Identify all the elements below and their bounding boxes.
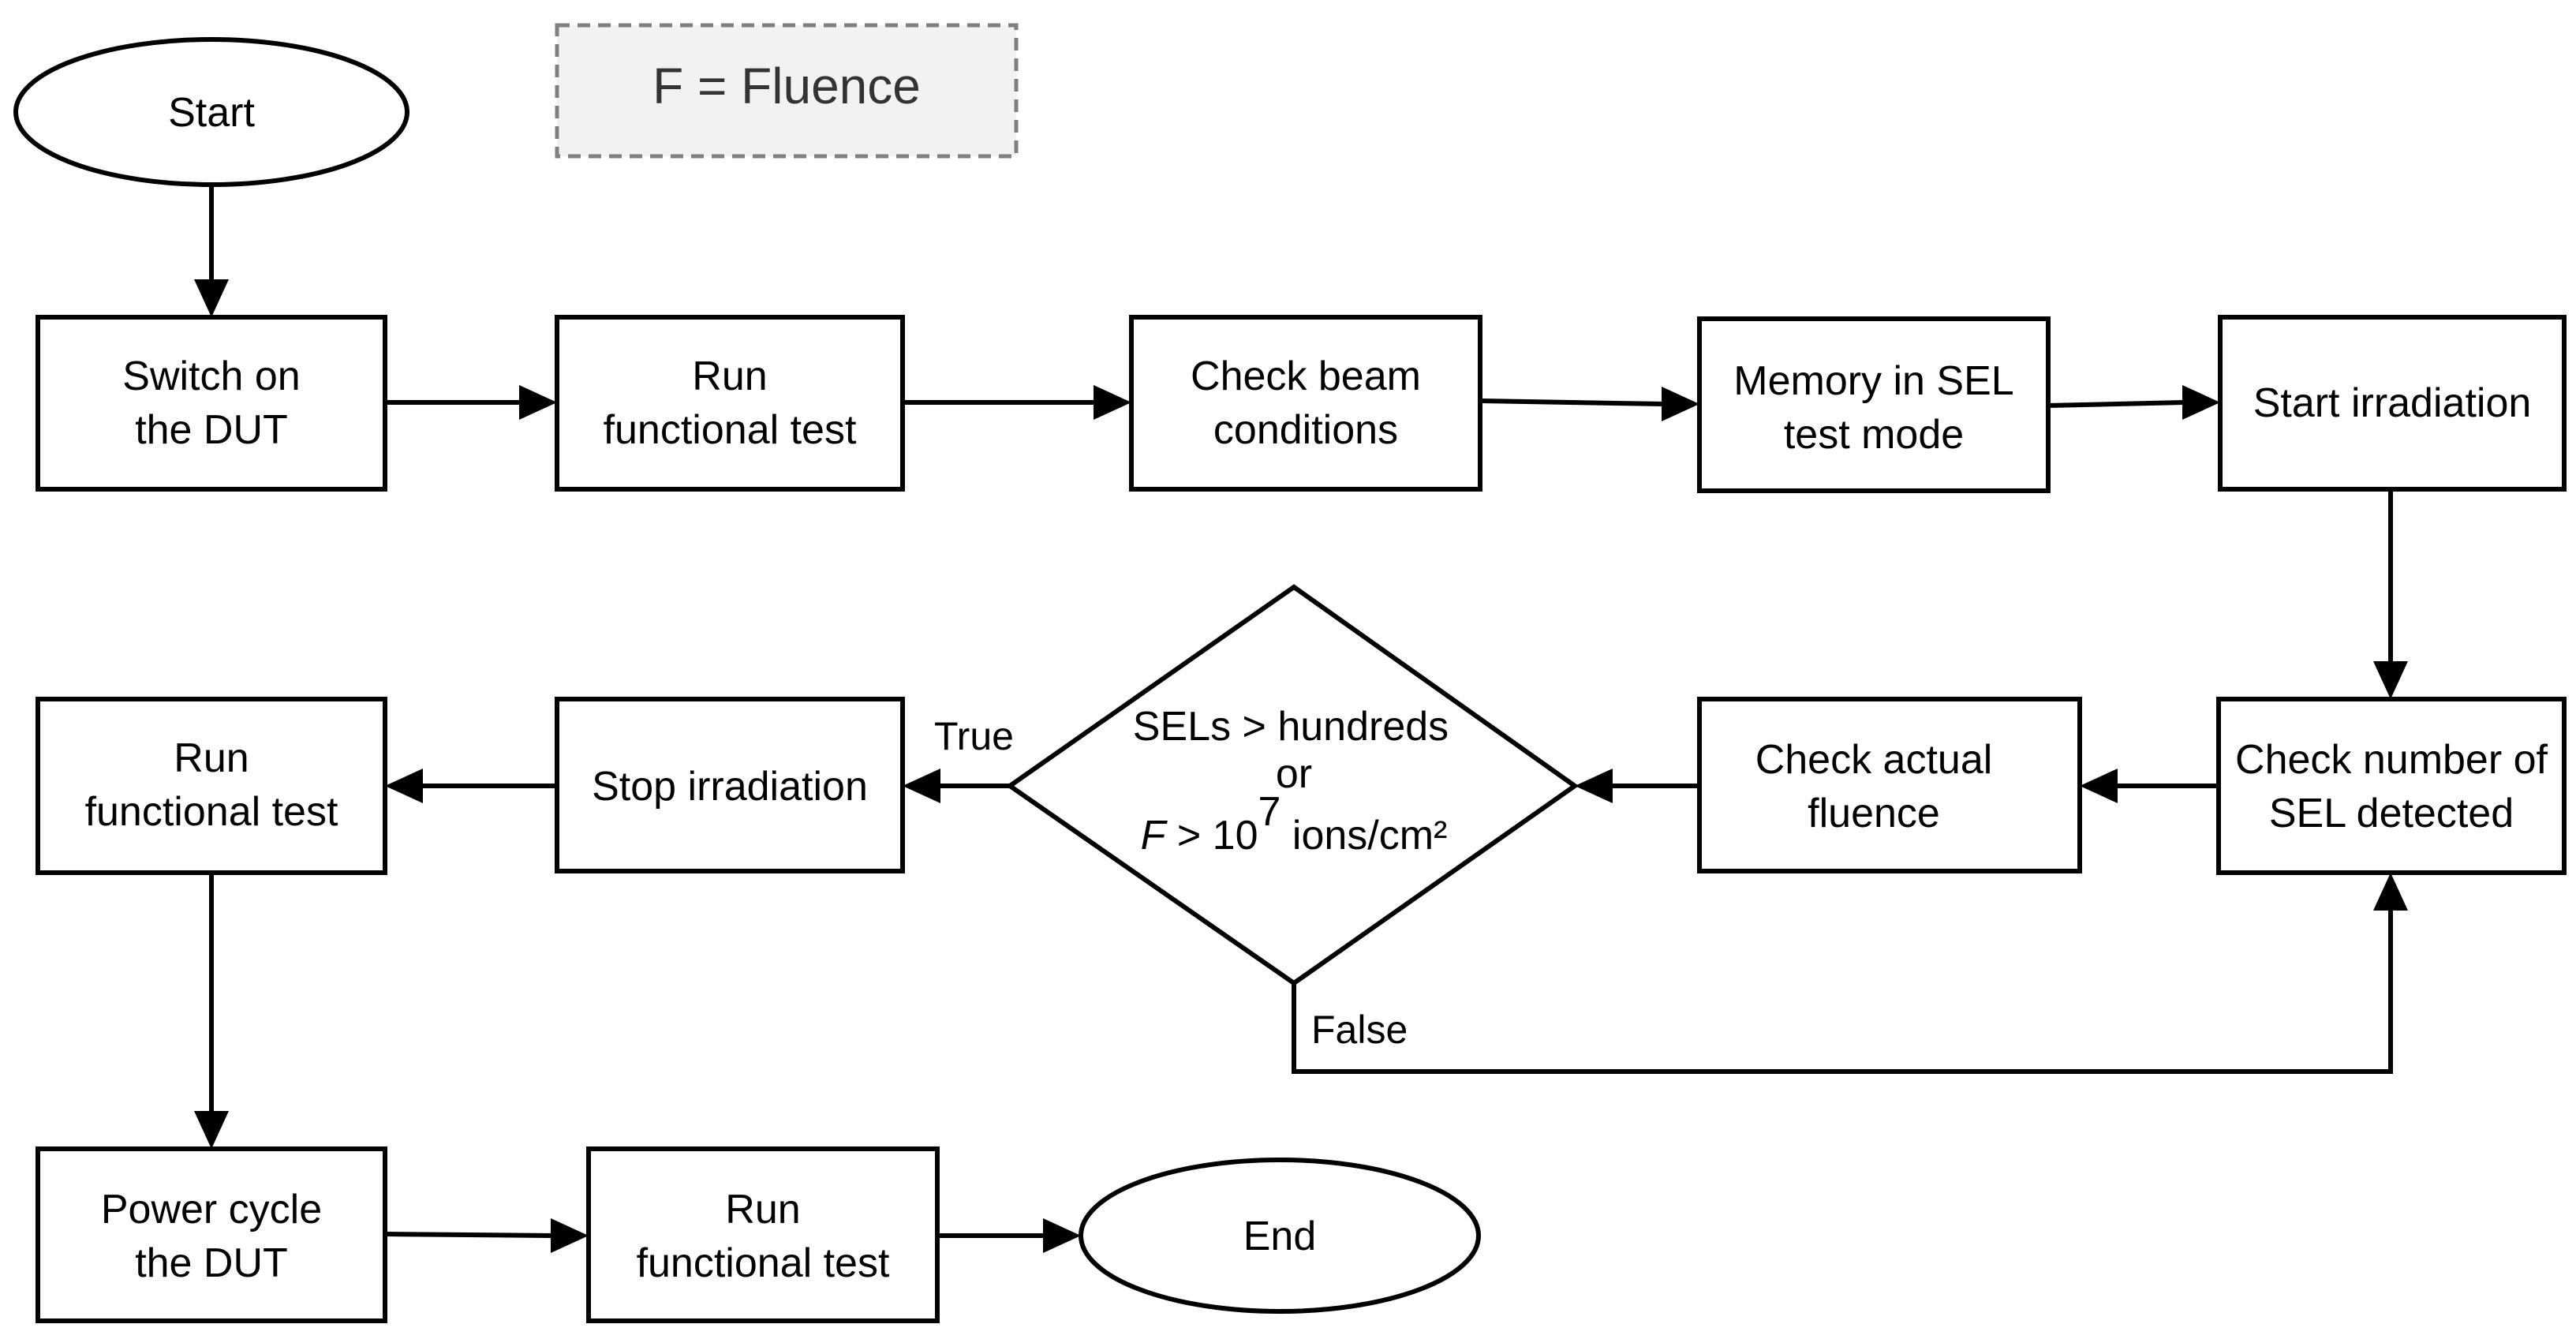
run-test-2-line1: Run (174, 735, 249, 781)
node-run-test-3: Run functional test (586, 1146, 940, 1323)
arrowhead-switch-on-to-run-test (519, 385, 557, 420)
arrowhead-decision-true-to-stop (903, 769, 940, 803)
arrowhead-run-test-3-to-end (1043, 1218, 1081, 1253)
run-test-3-line2: functional test (637, 1240, 890, 1286)
arrowhead-decision-false-to-check-number (2373, 873, 2408, 911)
check-beam-line1: Check beam (1191, 353, 1421, 399)
node-stop-irradiation: Stop irradiation (555, 697, 905, 873)
arrowhead-start-irradiation-to-check-number (2373, 661, 2408, 699)
node-run-test-1: Run functional test (555, 315, 905, 492)
end-terminal (1079, 1158, 1481, 1314)
node-check-fluence: Check actual fluence (1697, 697, 2082, 873)
edge-check-beam-to-memory-sel (1479, 398, 1664, 406)
node-start: Start (13, 37, 409, 187)
decision-line2: or (1276, 751, 1312, 797)
arrowhead-power-cycle-to-run-test-3 (551, 1218, 589, 1253)
edge-memory-sel-to-start-irradiation (2047, 400, 2185, 408)
arrowhead-memory-sel-to-start-irradiation (2182, 385, 2220, 420)
switch-on-line2: the DUT (135, 407, 288, 453)
memory-sel-line2: test mode (1784, 412, 1964, 458)
decision-line1: SELs > hundreds (1133, 704, 1449, 750)
legend-frame (555, 23, 1019, 159)
check-number-box (2216, 697, 2567, 875)
edge-power-cycle-to-run-test-3 (384, 1232, 553, 1238)
legend-text: F = Fluence (652, 58, 921, 114)
check-beam-box (1129, 315, 1482, 492)
power-cycle-line1: Power cycle (101, 1187, 322, 1232)
arrowhead-check-fluence-to-decision (1575, 769, 1613, 803)
check-beam-line2: conditions (1213, 407, 1398, 453)
arrowhead-run-test-to-check-beam (1094, 385, 1131, 420)
run-test-3-line1: Run (725, 1187, 800, 1232)
run-test-3-box (586, 1146, 940, 1323)
decision-condition: > 10 (1165, 813, 1258, 858)
power-cycle-box (36, 1146, 387, 1323)
run-test-2-box (36, 697, 387, 875)
check-fluence-line2: fluence (1808, 791, 1940, 836)
node-start-irradiation: Start irradiation (2218, 315, 2567, 492)
edge-decision-false-to-check-number (1292, 909, 2393, 1074)
check-number-line1: Check number of (2235, 737, 2548, 783)
switch-on-box (36, 315, 387, 492)
node-power-cycle: Power cycle the DUT (36, 1146, 387, 1323)
legend-box: F = Fluence (555, 23, 1019, 159)
memory-sel-box (1697, 316, 2051, 493)
node-decision: SELs > hundreds or F > 107 ions/cm² (1005, 584, 1580, 986)
check-fluence-box (1697, 697, 2082, 873)
edge-label-true: True (934, 714, 1014, 758)
run-test-1-line1: Run (692, 353, 767, 399)
stop-irradiation-label: Stop irradiation (592, 764, 868, 810)
decision-diamond (1005, 584, 1580, 986)
arrowhead-stop-to-run-test-2 (385, 769, 423, 803)
node-check-number: Check number of SEL detected (2216, 697, 2567, 875)
check-number-line2: SEL detected (2269, 791, 2514, 836)
edge-label-false: False (1311, 1008, 1408, 1052)
arrowhead-start-to-switch-on (194, 279, 229, 317)
decision-unit: ions/cm² (1281, 813, 1447, 858)
arrowhead-check-beam-to-memory-sel (1662, 387, 1699, 421)
decision-exponent: 7 (1258, 789, 1281, 835)
start-irradiation-label: Start irradiation (2253, 380, 2532, 426)
node-switch-on: Switch on the DUT (36, 315, 387, 492)
run-test-1-box (555, 315, 905, 492)
run-test-1-line2: functional test (604, 407, 857, 453)
arrowhead-check-number-to-check-fluence (2080, 769, 2118, 803)
edges (194, 185, 2408, 1253)
check-fluence-line1: Check actual (1755, 737, 1993, 783)
node-memory-sel: Memory in SEL test mode (1697, 316, 2051, 493)
run-test-2-line2: functional test (85, 789, 338, 835)
switch-on-line1: Switch on (122, 353, 300, 399)
start-irradiation-box (2218, 315, 2567, 492)
node-check-beam: Check beam conditions (1129, 315, 1482, 492)
end-label: End (1243, 1214, 1317, 1259)
arrowhead-run-test-2-to-power-cycle (194, 1111, 229, 1149)
decision-line3: F > 107 ions/cm² (1141, 789, 1448, 858)
node-end: End (1079, 1158, 1481, 1314)
decision-variable: F (1141, 813, 1168, 858)
power-cycle-line2: the DUT (135, 1240, 288, 1286)
start-terminal (13, 37, 409, 187)
stop-irradiation-box (555, 697, 905, 873)
start-label: Start (168, 90, 255, 136)
memory-sel-line1: Memory in SEL (1733, 358, 2013, 404)
node-run-test-2: Run functional test (36, 697, 387, 875)
